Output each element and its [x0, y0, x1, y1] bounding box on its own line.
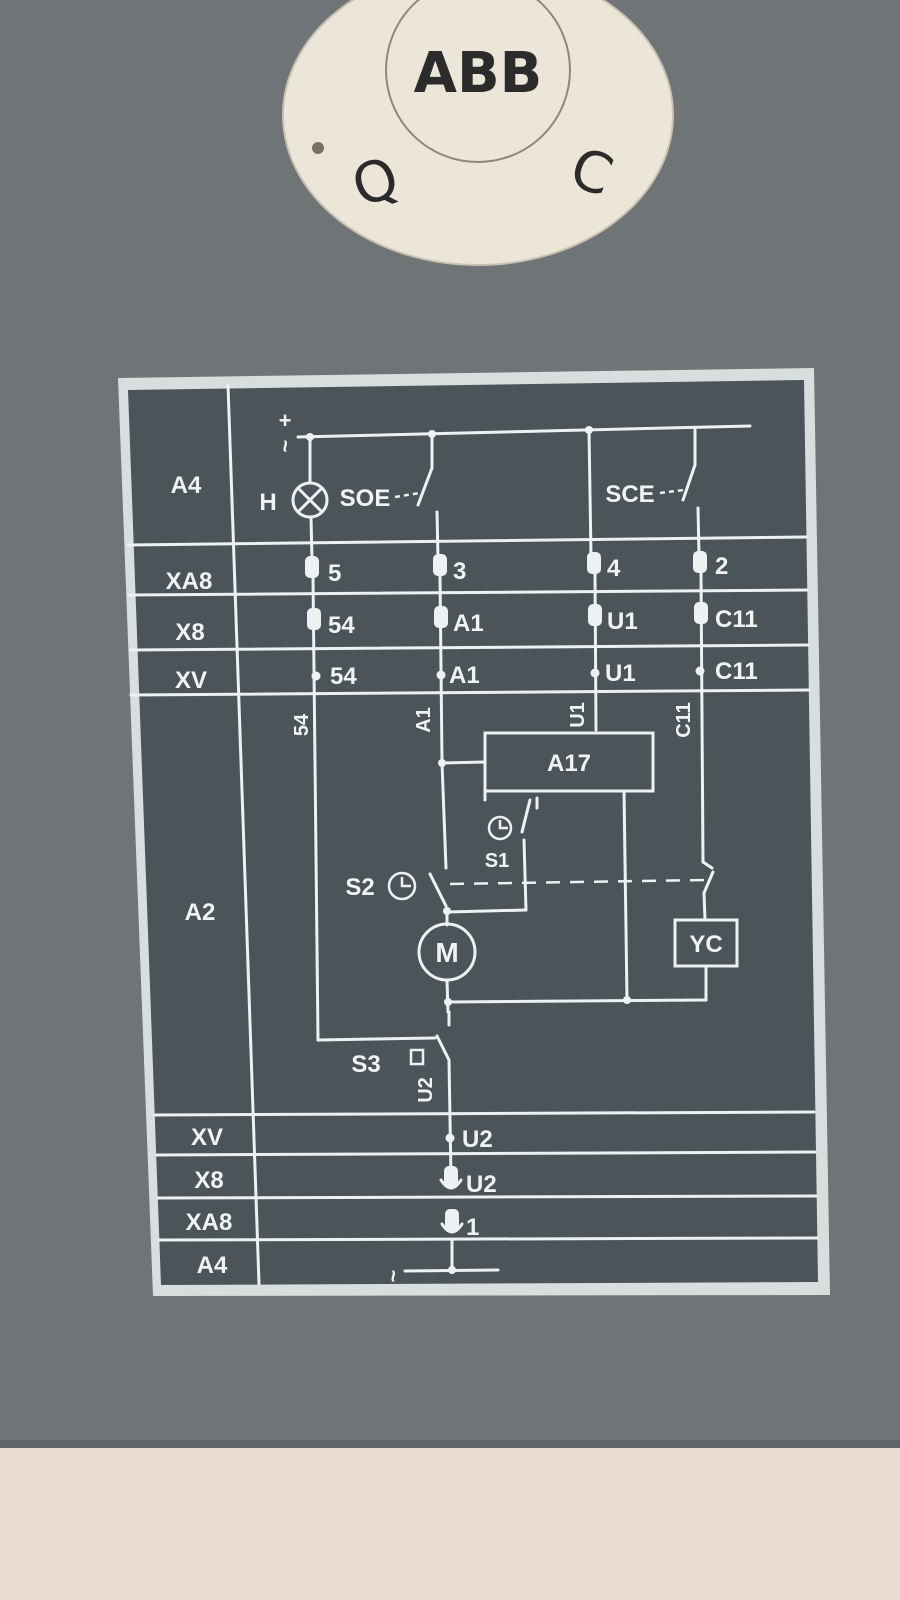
row-label-a2: A2	[185, 899, 216, 926]
lamp-label: H	[259, 489, 276, 516]
a17-label: A17	[547, 750, 591, 777]
row-divider	[129, 688, 811, 697]
row-label-a4-bottom: A4	[197, 1252, 228, 1279]
wire-label-c11: C11	[673, 702, 695, 738]
s3-label: S3	[351, 1051, 380, 1078]
return-bus	[446, 998, 708, 1004]
yc-contact-icon	[702, 870, 715, 895]
xv-terminal-u2: U2	[462, 1126, 493, 1153]
wire-label-54: 54	[291, 713, 313, 736]
return-tilde-label: ~	[381, 1270, 406, 1283]
row-divider	[157, 1236, 819, 1242]
s3-contact-icon	[435, 1034, 451, 1062]
label-column-divider	[226, 383, 261, 1286]
sce-contact-icon	[681, 463, 697, 502]
abb-badge: ABB Q C	[282, 0, 674, 266]
xa8-terminal-2: 2	[715, 553, 728, 580]
soe-contact-icon	[416, 466, 434, 507]
row-divider	[155, 1150, 817, 1157]
xv-terminal-a1: A1	[449, 662, 480, 689]
yc-label: YC	[689, 931, 722, 958]
xv-terminal-c11: C11	[715, 658, 758, 685]
xa8-terminal-5: 5	[328, 560, 341, 587]
row-label-a4-top: A4	[171, 472, 202, 499]
xa8-terminal-1: 1	[466, 1214, 479, 1241]
xa8-terminal-3: 3	[453, 558, 466, 585]
row-divider	[156, 1194, 818, 1200]
s2-label: S2	[345, 874, 374, 901]
x8-terminal-54: 54	[328, 612, 355, 639]
supply-rail	[296, 424, 752, 439]
x8-terminal-a1: A1	[453, 610, 484, 637]
row-divider	[128, 643, 810, 652]
row-label-x8-top: X8	[175, 619, 204, 646]
row-divider	[127, 588, 809, 597]
motor-label: M	[435, 937, 458, 968]
s1-label: S1	[485, 850, 509, 872]
x8-terminal-c11: C11	[715, 606, 758, 633]
supply-plus-label: +	[279, 408, 292, 433]
row-divider	[153, 1110, 816, 1117]
s2-contact-icon	[428, 872, 448, 908]
x8-terminal-u2: U2	[466, 1171, 497, 1198]
wire-label-a1: A1	[413, 707, 435, 733]
s1-contact-icon	[520, 798, 532, 834]
sce-label: SCE	[605, 481, 654, 508]
row-label-x8-bottom: X8	[194, 1167, 223, 1194]
row-label-xa8-bottom: XA8	[186, 1209, 233, 1236]
wire-label-u2: U2	[415, 1077, 437, 1103]
row-label-xv-top: XV	[175, 667, 207, 694]
row-label-xa8-top: XA8	[166, 568, 213, 595]
abb-logo: ABB	[414, 41, 543, 106]
s3-actuator-icon	[409, 1048, 425, 1066]
plug-icon	[444, 1166, 459, 1231]
s1-timer-icon	[487, 815, 513, 841]
row-divider	[126, 535, 808, 547]
xv-terminal-u1: U1	[605, 660, 636, 687]
row-label-xv-bottom: XV	[191, 1124, 223, 1151]
wire-54	[311, 576, 320, 1042]
supply-tilde-label: ~	[273, 440, 298, 453]
xv-terminal-54: 54	[330, 663, 357, 690]
xa8-terminal-4: 4	[607, 555, 621, 582]
s2-timer-icon	[387, 871, 417, 901]
schematic-nameplate: A4 XA8 X8 XV A2 XV X8 XA8 A4 + ~ H SOE	[118, 368, 830, 1296]
mechanical-link	[449, 878, 709, 886]
door-edge	[0, 1440, 900, 1448]
plug-icon	[305, 551, 707, 578]
x8-terminal-u1: U1	[607, 608, 638, 635]
soe-label: SOE	[340, 485, 391, 512]
table-surface	[0, 1448, 900, 1600]
wire-label-u1: U1	[567, 702, 589, 728]
